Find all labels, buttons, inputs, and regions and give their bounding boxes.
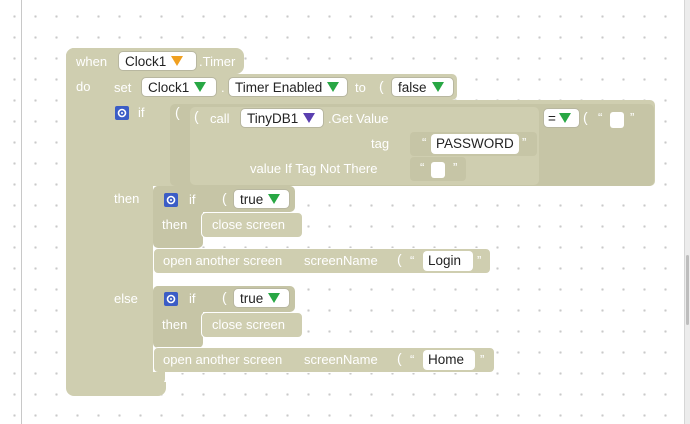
chevron-down-icon: [171, 56, 184, 67]
call-keyword: call: [210, 111, 230, 126]
open-quote: “: [410, 352, 415, 367]
if-keyword: if: [189, 192, 196, 207]
open-screen-label: open another screen: [163, 352, 283, 367]
socket-notch: (: [175, 104, 180, 120]
empty-text-field[interactable]: [610, 112, 624, 128]
when-keyword: when: [76, 54, 108, 69]
getvalue-method-label: .Get Value: [328, 111, 389, 126]
tinydb1-label: TinyDB1: [247, 111, 299, 126]
close-quote: ”: [453, 160, 458, 175]
socket-notch: (: [222, 190, 227, 206]
workspace-left-border: [0, 0, 22, 424]
empty-text-field[interactable]: [431, 162, 445, 178]
socket-notch: (: [397, 350, 402, 366]
chevron-down-icon: [194, 82, 207, 93]
do-keyword: do: [76, 79, 91, 94]
open-screen-label: open another screen: [163, 253, 283, 268]
socket-notch: (: [379, 78, 384, 94]
default-param-label: value If Tag Not There: [250, 161, 378, 176]
true-dropdown[interactable]: true: [233, 189, 290, 209]
socket-notch: (: [222, 289, 227, 305]
dot-separator: .: [221, 80, 225, 95]
close-quote: ”: [630, 110, 635, 125]
chevron-down-icon: [558, 113, 571, 124]
clock1-label: Clock1: [125, 54, 167, 69]
chevron-down-icon: [268, 293, 281, 304]
timer-event-label: .Timer: [199, 54, 236, 69]
tag-param-label: tag: [371, 136, 390, 151]
set-keyword: set: [114, 80, 132, 95]
if-keyword: if: [189, 291, 196, 306]
if-else-block-footer: [103, 372, 165, 384]
chevron-down-icon: [303, 113, 316, 124]
clock1-set-label: Clock1: [148, 80, 190, 95]
true-label: true: [240, 192, 264, 207]
screenname-param-label: screenName: [304, 253, 378, 268]
chevron-down-icon: [268, 194, 281, 205]
close-quote: ”: [477, 253, 482, 268]
screenname-param-label: screenName: [304, 352, 378, 367]
close-screen-label: close screen: [212, 217, 285, 232]
tinydb1-dropdown[interactable]: TinyDB1: [240, 108, 324, 128]
then-keyword: then: [162, 317, 188, 332]
true-dropdown[interactable]: true: [233, 288, 290, 308]
chevron-down-icon: [327, 82, 340, 93]
false-dropdown[interactable]: false: [391, 77, 454, 97]
if-keyword: if: [138, 105, 145, 120]
false-label: false: [398, 80, 427, 95]
true-label: true: [240, 291, 264, 306]
timer-enabled-label: Timer Enabled: [235, 80, 323, 95]
clock1-event-dropdown[interactable]: Clock1: [118, 51, 197, 71]
close-screen-label: close screen: [212, 317, 285, 332]
equals-label: =: [548, 111, 556, 126]
login-text-field[interactable]: Login: [423, 251, 473, 271]
open-quote: “: [410, 253, 415, 268]
then-keyword: then: [162, 217, 188, 232]
socket-notch: (: [583, 109, 588, 125]
close-screen-block-1[interactable]: [201, 212, 303, 238]
to-keyword: to: [355, 80, 366, 95]
clock1-set-dropdown[interactable]: Clock1: [141, 77, 217, 97]
close-quote: ”: [522, 135, 527, 150]
password-text-field[interactable]: PASSWORD: [431, 134, 519, 154]
mutator-gear-icon[interactable]: [115, 106, 129, 120]
workspace-scrollbar[interactable]: [684, 0, 690, 424]
scrollbar-thumb[interactable]: [686, 255, 689, 325]
timer-enabled-dropdown[interactable]: Timer Enabled: [228, 77, 348, 97]
else-keyword: else: [114, 291, 138, 306]
open-quote: “: [598, 110, 603, 125]
mutator-gear-icon[interactable]: [164, 292, 178, 306]
open-quote: “: [420, 160, 425, 175]
close-quote: ”: [480, 352, 485, 367]
socket-notch: (: [194, 108, 199, 124]
home-text-field[interactable]: Home: [423, 350, 475, 370]
mutator-gear-icon[interactable]: [164, 193, 178, 207]
event-block-footer: [66, 382, 166, 396]
socket-notch: (: [397, 251, 402, 267]
close-screen-block-2[interactable]: [201, 312, 303, 338]
open-quote: “: [422, 135, 427, 150]
then-keyword: then: [114, 191, 140, 206]
chevron-down-icon: [431, 82, 444, 93]
compare-operator-dropdown[interactable]: =: [543, 108, 580, 128]
